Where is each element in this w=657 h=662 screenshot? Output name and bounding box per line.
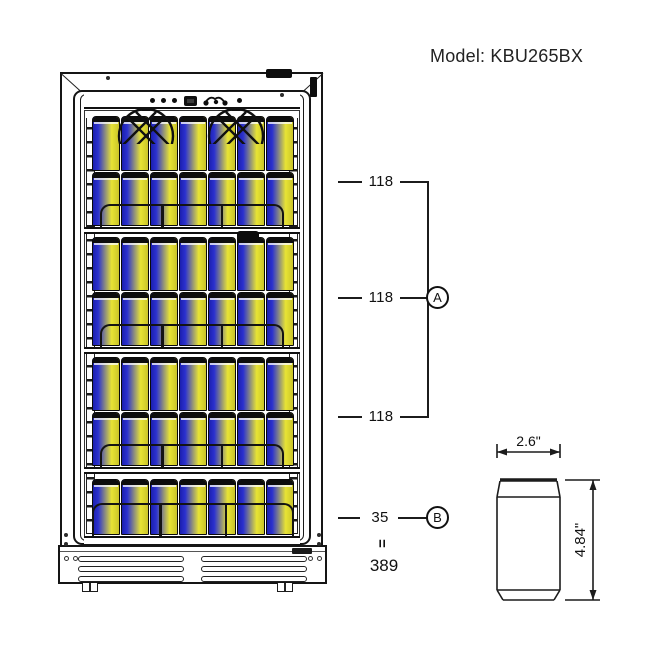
beverage-can (179, 357, 207, 411)
control-button-icon (150, 98, 155, 103)
beverage-can (121, 479, 149, 535)
beverage-can (121, 357, 149, 411)
beverage-can (208, 237, 236, 291)
beverage-can (237, 357, 265, 411)
can-row (92, 172, 294, 226)
leader-line (400, 416, 428, 418)
vent-slot (78, 576, 184, 582)
beverage-can (266, 116, 294, 171)
rating-label (292, 548, 312, 554)
equals-sign: = (372, 539, 390, 548)
leveling-foot (277, 583, 293, 592)
door-hinge-icon (266, 69, 292, 78)
beverage-can (150, 357, 178, 411)
beverage-can (150, 412, 178, 466)
can-width-label: 2.6" (516, 433, 541, 449)
wire-guard-rail (100, 444, 284, 467)
callout-badge-b: B (426, 506, 449, 529)
wire-guard-rail (100, 204, 284, 227)
can-row (92, 237, 294, 291)
leader-line (338, 181, 362, 183)
beverage-can (237, 237, 265, 291)
beverage-can (208, 357, 236, 411)
capacity-value: 118 (368, 173, 394, 190)
vent-slot (78, 566, 184, 572)
model-title: Model: KBU265BX (430, 46, 584, 66)
shelf (84, 227, 300, 234)
screw-icon (64, 556, 69, 561)
kick-panel-seam (60, 551, 325, 552)
screw-icon (317, 556, 322, 561)
leader-line (400, 181, 428, 183)
screw-icon (308, 556, 313, 561)
beverage-can (150, 292, 178, 346)
beverage-can (150, 237, 178, 291)
leader-line (338, 517, 360, 519)
capacity-value: 118 (368, 289, 394, 306)
kick-panel (58, 545, 327, 584)
control-button-icon (237, 98, 242, 103)
can-row (92, 479, 294, 535)
control-button-icon (161, 98, 166, 103)
leveling-foot (82, 583, 98, 592)
wire-guard-rail (100, 324, 284, 347)
beverage-can (121, 172, 149, 226)
temperature-display (184, 96, 197, 106)
shelf (84, 467, 300, 474)
beverage-can (92, 237, 120, 291)
screw-dot (106, 76, 110, 80)
callout-badge-a: A (426, 286, 449, 309)
beverage-can (150, 172, 178, 226)
beverage-can (179, 237, 207, 291)
beverage-can (237, 412, 265, 466)
fan-icon (117, 106, 265, 144)
screw-dot (317, 533, 321, 537)
screw-dot (64, 542, 68, 546)
vent-slot (201, 576, 307, 582)
leader-line (400, 297, 428, 299)
control-panel (84, 93, 300, 109)
beverage-can (179, 292, 207, 346)
beverage-can (121, 237, 149, 291)
capacity-value: 118 (368, 408, 394, 425)
can-height-label: 4.84" (572, 522, 589, 558)
fan-area (84, 106, 300, 144)
wire-guard-rail (92, 503, 294, 536)
beverage-can (266, 237, 294, 291)
door-hinge-icon (310, 77, 317, 97)
door-bottom-frame (84, 536, 300, 544)
control-button-icon (172, 98, 177, 103)
can-dimension-drawing (496, 444, 600, 601)
beverage-can (266, 357, 294, 411)
beverage-can (179, 412, 207, 466)
beverage-can (237, 172, 265, 226)
beverage-can (179, 479, 207, 535)
beverage-can (179, 172, 207, 226)
vent-slot (201, 556, 307, 562)
beverage-can (121, 292, 149, 346)
beverage-can (208, 479, 236, 535)
screw-dot (317, 542, 321, 546)
vent-slot (201, 566, 307, 572)
screw-icon (73, 556, 78, 561)
leader-line (338, 416, 362, 418)
thermostat-icon (203, 96, 228, 106)
screw-dot (64, 533, 68, 537)
total-capacity: 389 (369, 556, 399, 575)
can-row (92, 357, 294, 411)
capacity-value: 35 (371, 509, 389, 526)
can-row (92, 292, 294, 346)
beverage-can (121, 412, 149, 466)
beverage-can (179, 116, 207, 171)
vent-slot (78, 556, 184, 562)
beverage-can (150, 479, 178, 535)
screw-dot (280, 93, 284, 97)
beverage-can (237, 479, 265, 535)
beverage-can (237, 292, 265, 346)
leader-line (398, 517, 428, 519)
shelf (84, 347, 300, 354)
leader-line (338, 297, 362, 299)
door-lock-icon (237, 231, 259, 242)
beverage-can (92, 357, 120, 411)
